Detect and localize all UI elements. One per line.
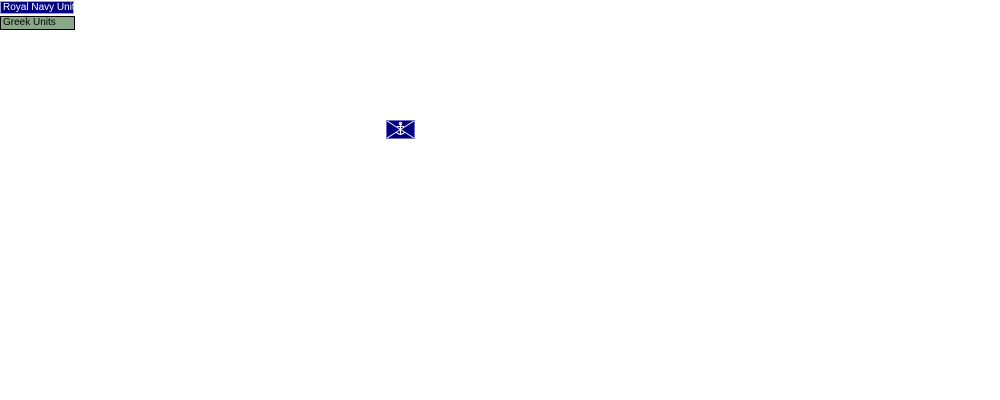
legend-item-greek-units[interactable]: Greek Units [0, 16, 75, 30]
royal-navy-unit-counter[interactable] [386, 120, 415, 139]
naval-anchor-icon [386, 120, 415, 139]
legend-item-royal-navy-units[interactable]: Royal Navy Units [0, 1, 80, 14]
